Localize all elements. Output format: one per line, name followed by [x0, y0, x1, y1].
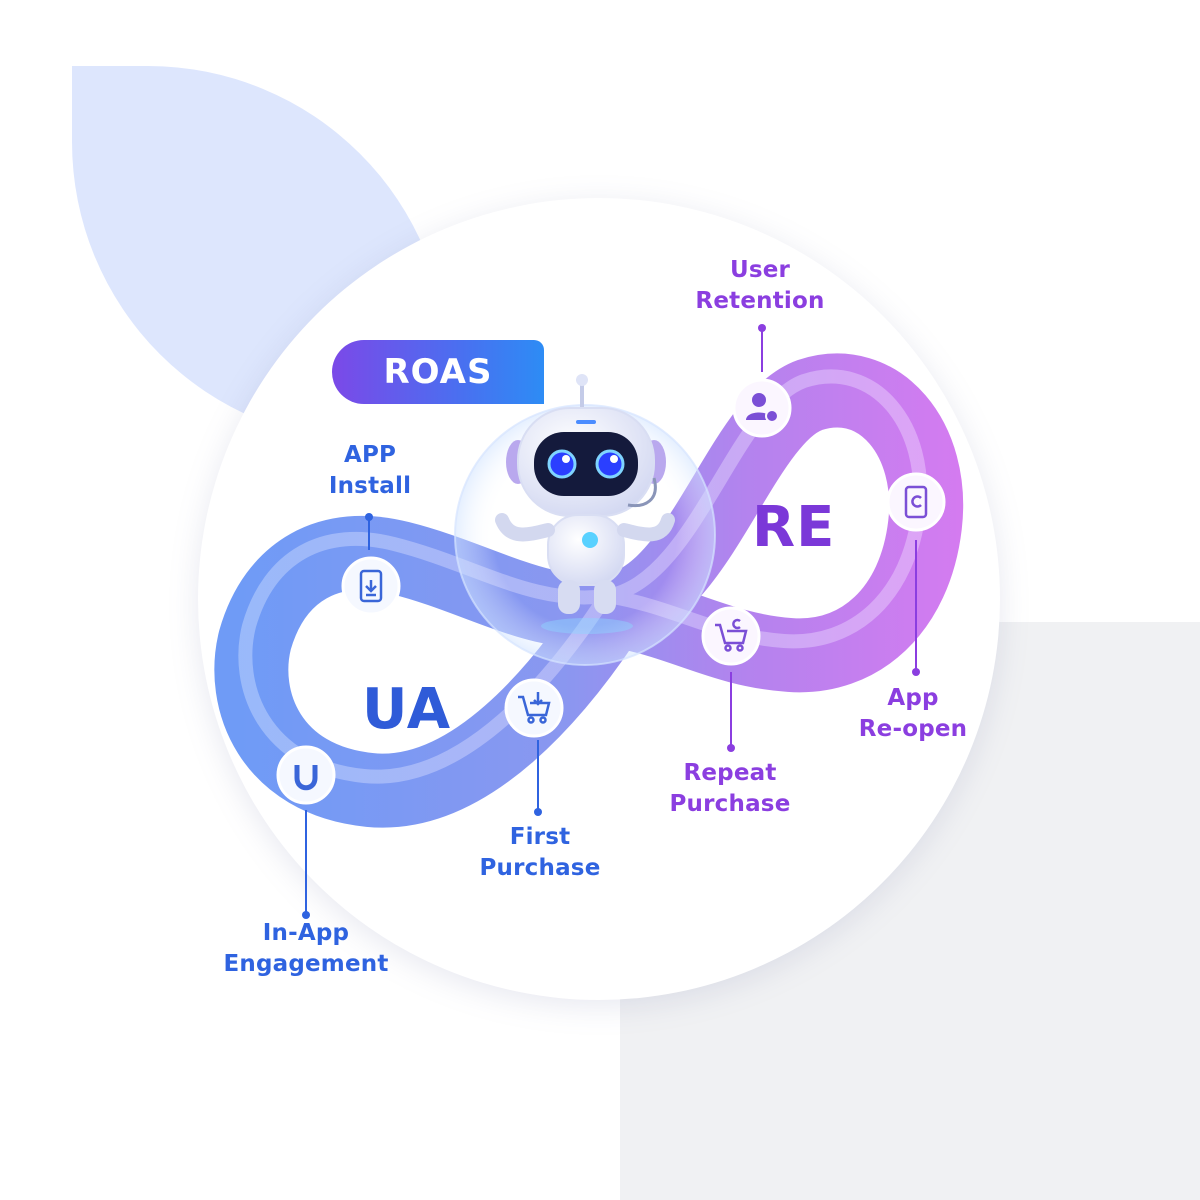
phone-refresh-icon: [904, 485, 928, 519]
magnet-icon: [294, 765, 318, 791]
connectors: [302, 324, 920, 919]
user-retention-node: [732, 378, 792, 438]
app-reopen-node: [886, 472, 946, 532]
re-loop-label: RE: [752, 495, 836, 560]
repeat-purchase-node: [701, 606, 761, 666]
app-install-label: APP Install: [328, 442, 412, 499]
first-purchase-node: [504, 678, 564, 738]
phone-download-icon: [359, 569, 383, 603]
app-install-node: [341, 556, 401, 616]
in-app-engagement-label: In-App Engagement: [223, 920, 389, 977]
cart-download-icon: [518, 692, 551, 724]
robot-mascot: [495, 374, 675, 634]
first-purchase-label: First Purchase: [479, 824, 601, 881]
ua-loop-label: UA: [362, 677, 452, 742]
cart-refresh-icon: [715, 618, 748, 652]
roas-badge: ROAS: [332, 340, 544, 404]
user-retention-label: User Retention: [695, 257, 825, 314]
in-app-engagement-node: [276, 745, 336, 805]
app-reopen-label: App Re-open: [858, 685, 968, 742]
repeat-purchase-label: Repeat Purchase: [669, 760, 791, 817]
user-check-icon: [746, 393, 779, 423]
